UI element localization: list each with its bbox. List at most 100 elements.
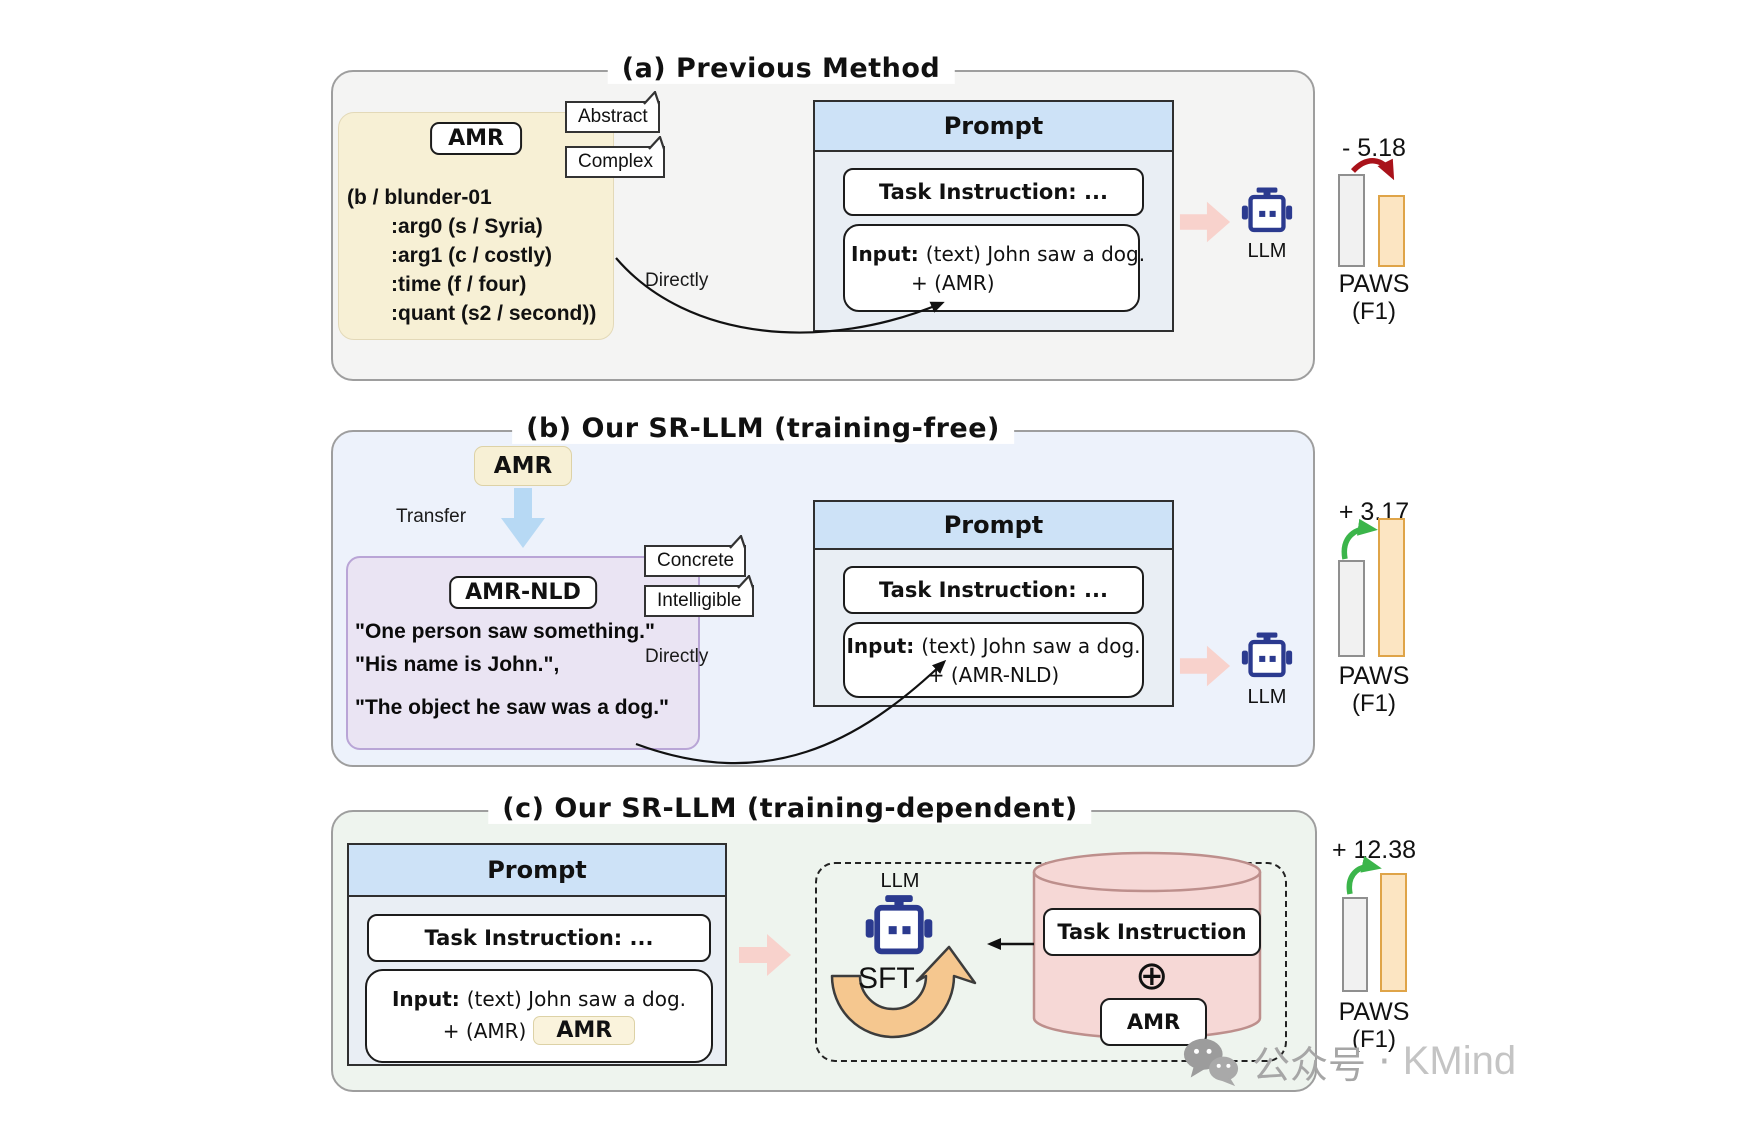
document-fold-icon xyxy=(642,91,660,105)
input-line1-b: Input: (text) John saw a dog. xyxy=(846,634,1140,658)
intelligible-tag-label: Intelligible xyxy=(657,590,742,611)
amr-code-line: :time (f / four) xyxy=(391,273,527,296)
document-fold-icon xyxy=(729,535,747,549)
cylinder-task-instruction-box: Task Instruction xyxy=(1043,908,1261,956)
method-bar-b xyxy=(1378,518,1405,657)
watermark-brand: KMind xyxy=(1402,1039,1517,1083)
amr-code-line: :arg1 (c / costly) xyxy=(391,244,553,267)
baseline-bar-b xyxy=(1338,560,1365,657)
input-line2-c: + (AMR) AMR xyxy=(443,1016,636,1045)
document-fold-icon xyxy=(736,575,754,589)
input-line1-c: Input: (text) John saw a dog. xyxy=(392,987,686,1011)
llm-label-c: LLM xyxy=(880,870,920,892)
concrete-tag-label: Concrete xyxy=(657,550,735,571)
input-box-b: Input: (text) John saw a dog. + (AMR-NLD… xyxy=(843,622,1144,698)
prompt-box-c: Prompt Task Instruction: ... Input: (tex… xyxy=(347,843,727,1066)
baseline-bar-a xyxy=(1338,174,1365,267)
amr-code-line: (b / blunder-01 xyxy=(347,186,492,209)
input-suffix-b: + (AMR-NLD) xyxy=(927,662,1060,687)
input-line2-a: + (AMR) xyxy=(851,271,995,295)
prompt-box-b: Prompt Task Instruction: ... Input: (tex… xyxy=(813,500,1174,707)
wechat-icon xyxy=(1183,1038,1239,1086)
input-box-a: Input: (text) John saw a dog. + (AMR) xyxy=(843,224,1145,312)
metric-dataset-b: PAWS xyxy=(1338,662,1410,690)
complex-document-tag: Complex xyxy=(565,136,666,178)
llm-label-b: LLM xyxy=(1247,686,1287,708)
prompt-header-b: Prompt xyxy=(815,502,1172,550)
nld-sentence: "His name is John.", xyxy=(355,653,560,676)
metric-measure-a: (F1) xyxy=(1352,298,1396,325)
transfer-arrow-icon xyxy=(501,488,545,548)
nld-sentence: "One person saw something." xyxy=(355,620,655,643)
amr-tag-c: AMR xyxy=(533,1016,636,1045)
concrete-document-tag: Concrete xyxy=(644,535,747,577)
input-text-b: (text) John saw a dog. xyxy=(921,633,1141,658)
pink-arrow-icon-a xyxy=(1179,201,1231,243)
prompt-header-a: Prompt xyxy=(815,102,1172,152)
amr-tag-b: AMR xyxy=(474,446,572,486)
directly-label-b: Directly xyxy=(645,646,709,667)
amr-code-line: :quant (s2 / second)) xyxy=(391,302,597,325)
task-instruction-text-a: Task Instruction: ... xyxy=(879,180,1108,204)
nld-sentence: "The object he saw was a dog." xyxy=(355,696,669,719)
input-line2-b: + (AMR-NLD) xyxy=(928,663,1059,687)
cylinder-amr-text: AMR xyxy=(1126,1010,1181,1034)
panel-c-title: (c) Our SR-LLM (training-dependent) xyxy=(488,792,1092,824)
input-text-c: (text) John saw a dog. xyxy=(466,987,687,1011)
document-fold-icon xyxy=(648,136,666,150)
cylinder-amr-box: AMR xyxy=(1100,998,1207,1046)
prompt-box-a: Prompt Task Instruction: ... Input: (tex… xyxy=(813,100,1174,332)
complex-tag-label: Complex xyxy=(578,151,653,172)
metric-measure-b: (F1) xyxy=(1352,690,1396,717)
baseline-bar-c xyxy=(1342,897,1368,992)
method-bar-a xyxy=(1378,195,1405,267)
training-data-cylinder: Task Instruction ⊕ AMR xyxy=(1031,850,1263,1050)
abstract-tag-label: Abstract xyxy=(578,106,648,127)
llm-label-a: LLM xyxy=(1247,240,1287,262)
input-prefix-b: Input: xyxy=(846,633,915,658)
pink-arrow-icon-b xyxy=(1179,645,1231,687)
panel-a-title: (a) Previous Method xyxy=(607,52,955,84)
sft-label: SFT xyxy=(858,962,915,995)
task-instruction-box-c: Task Instruction: ... xyxy=(367,914,711,962)
cylinder-task-instruction-text: Task Instruction xyxy=(1057,920,1247,944)
llm-robot-icon-b xyxy=(1241,630,1293,680)
amr-code: (b / blunder-01 :arg0 (s / Syria) :arg1 … xyxy=(347,183,596,328)
watermark-platform: 公众号 xyxy=(1252,1043,1367,1087)
panel-b-title: (b) Our SR-LLM (training-free) xyxy=(512,412,1014,444)
task-instruction-box-b: Task Instruction: ... xyxy=(843,566,1144,614)
metric-group-c: + 12.38 PAWS (F1) xyxy=(1318,836,1430,1061)
pink-arrow-icon-c xyxy=(739,934,791,976)
amr-code-line: :arg0 (s / Syria) xyxy=(391,215,543,238)
metric-dataset-c: PAWS xyxy=(1338,998,1410,1026)
amr-nld-label: AMR-NLD xyxy=(449,576,597,609)
metric-delta-a: - 5.18 xyxy=(1342,134,1406,162)
input-prefix-c: Input: xyxy=(391,987,460,1011)
method-bar-c xyxy=(1380,873,1407,992)
amr-label: AMR xyxy=(430,122,522,155)
intelligible-document-tag: Intelligible xyxy=(644,575,754,617)
abstract-document-tag: Abstract xyxy=(565,91,660,133)
sft-loop-arrow-icon xyxy=(830,945,977,1039)
metric-delta-c: + 12.38 xyxy=(1331,836,1417,864)
watermark-separator: · xyxy=(1378,1038,1391,1085)
metric-measure-c: (F1) xyxy=(1352,1026,1396,1053)
metric-group-a: - 5.18 PAWS (F1) xyxy=(1318,134,1430,334)
task-instruction-box-a: Task Instruction: ... xyxy=(843,168,1144,216)
input-suffix-a: + (AMR) xyxy=(911,270,995,295)
input-line1-a: Input: (text) John saw a dog. xyxy=(851,242,1145,266)
llm-robot-icon-a xyxy=(1241,185,1293,235)
plus-circle-icon: ⊕ xyxy=(1135,953,1169,999)
input-prefix-a: Input: xyxy=(851,241,919,266)
llm-robot-icon-c xyxy=(862,894,936,956)
watermark: 公众号 · KMind xyxy=(1182,1034,1516,1089)
metric-dataset-a: PAWS xyxy=(1338,270,1410,298)
input-box-c: Input: (text) John saw a dog. + (AMR) AM… xyxy=(365,969,713,1063)
directly-label-a: Directly xyxy=(645,270,709,291)
prompt-header-c: Prompt xyxy=(349,845,725,897)
input-text-a: (text) John saw a dog. xyxy=(925,241,1146,266)
metric-delta-b: + 3.17 xyxy=(1338,498,1410,526)
task-instruction-text-b: Task Instruction: ... xyxy=(879,578,1108,602)
transfer-label: Transfer xyxy=(396,506,467,527)
